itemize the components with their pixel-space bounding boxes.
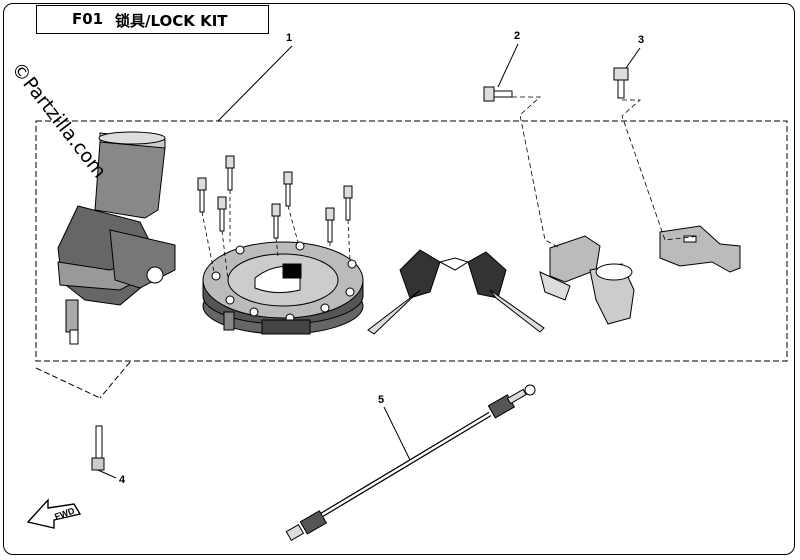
bolt-3 bbox=[613, 67, 629, 99]
page-title: 锁具/LOCK KIT bbox=[115, 12, 228, 30]
dash-line-3 bbox=[621, 99, 701, 241]
fuel-cap-bolts bbox=[197, 155, 353, 243]
leader-line-2 bbox=[497, 43, 519, 88]
leader-line-1 bbox=[217, 45, 293, 122]
callout-2: 2 bbox=[514, 30, 521, 42]
forward-arrow-icon bbox=[26, 498, 82, 529]
dash-line-4a bbox=[35, 367, 101, 399]
leader-line-3 bbox=[625, 47, 641, 69]
ignition-switch bbox=[57, 131, 176, 345]
seat-lock-bracket bbox=[539, 235, 635, 325]
dash-line-4b bbox=[99, 361, 131, 399]
ignition-keys bbox=[367, 249, 545, 335]
figure-code: F01 bbox=[72, 10, 104, 28]
leader-line-4 bbox=[97, 469, 117, 479]
dash-line-2 bbox=[512, 96, 561, 249]
leader-line-5 bbox=[383, 406, 411, 461]
mounting-bracket-3 bbox=[659, 225, 741, 273]
callout-3: 3 bbox=[638, 34, 645, 46]
bolt-alignment-lines bbox=[201, 190, 351, 281]
bolt-2 bbox=[483, 86, 513, 102]
title-box bbox=[36, 5, 269, 34]
seat-release-cable bbox=[285, 384, 536, 542]
fuel-cap bbox=[202, 241, 364, 335]
callout-1: 1 bbox=[286, 32, 293, 44]
callout-4: 4 bbox=[119, 474, 126, 486]
drawing-frame bbox=[3, 3, 795, 555]
bolt-4 bbox=[91, 425, 105, 471]
callout-5: 5 bbox=[378, 394, 385, 406]
